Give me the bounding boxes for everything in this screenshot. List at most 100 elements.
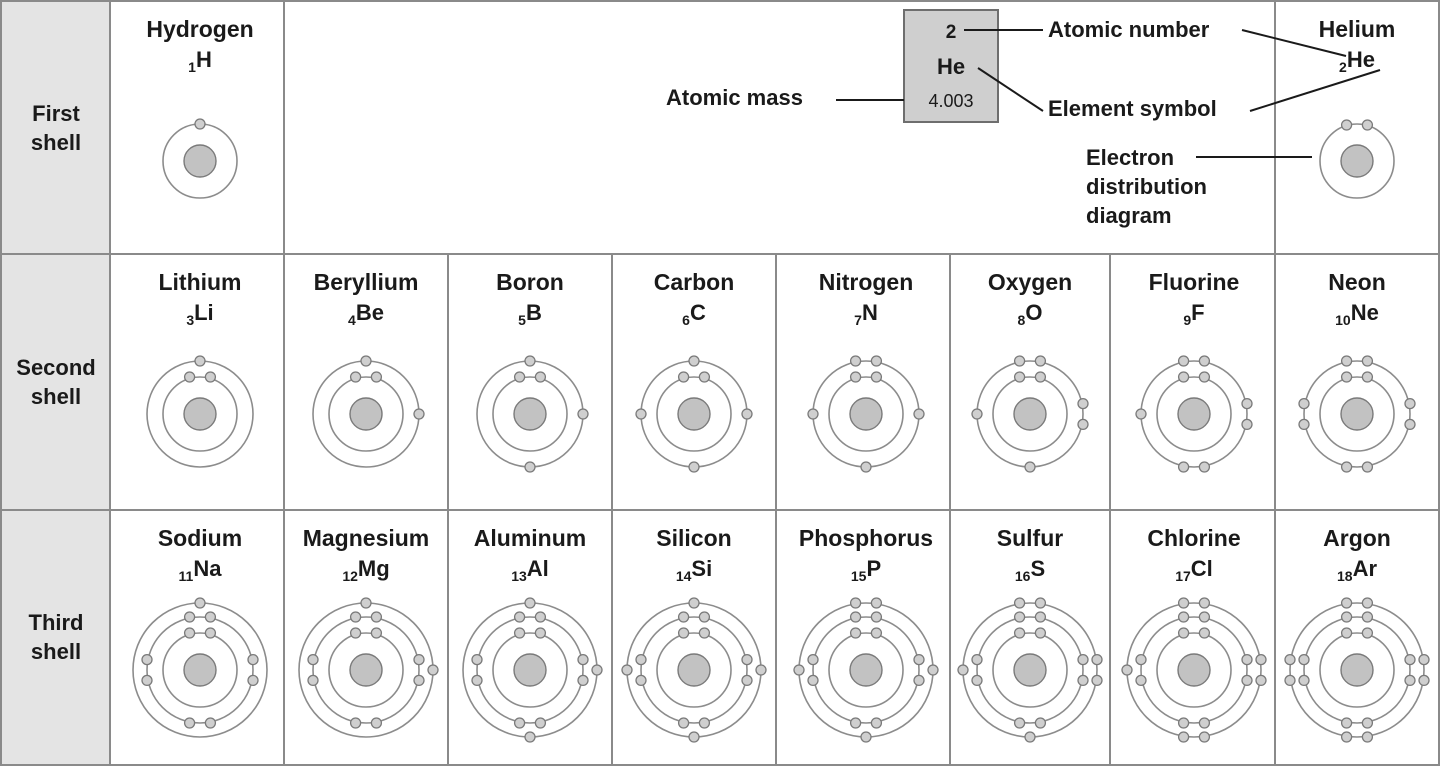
electron <box>1077 653 1089 666</box>
electron <box>591 664 603 676</box>
electron <box>534 627 547 639</box>
electron <box>1340 597 1353 609</box>
key-element-symbol: He <box>937 54 965 79</box>
atomic-number-subscript: 12 <box>342 568 358 584</box>
electron-shell-orbit <box>1156 632 1232 708</box>
electron <box>370 627 383 639</box>
electron <box>204 717 217 729</box>
electron <box>247 653 259 666</box>
element-symbol-text: Al <box>527 556 549 581</box>
nucleus <box>1013 653 1047 687</box>
element-symbol-text: F <box>1191 300 1204 325</box>
element-symbol-text: C <box>690 300 706 325</box>
shell-label-line2: shell <box>31 384 81 409</box>
electron-shell-orbit <box>476 616 584 724</box>
electron <box>860 731 872 743</box>
nucleus <box>513 397 547 431</box>
electron-shell-orbit <box>1319 632 1395 708</box>
element-symbol-text: S <box>1030 556 1045 581</box>
electron <box>807 408 819 420</box>
leader-element-symbol-key <box>977 67 1044 112</box>
element-cell-beryllium: Beryllium 4Be <box>312 269 425 468</box>
electron-shell-orbit <box>1156 376 1232 452</box>
electron <box>1241 418 1253 431</box>
atomic-number-subscript: 14 <box>676 568 692 584</box>
electron <box>1404 653 1416 666</box>
element-name: Sulfur <box>997 525 1063 551</box>
electron <box>1077 397 1089 410</box>
electron <box>1198 461 1211 473</box>
electron <box>688 731 700 743</box>
electron <box>1361 731 1374 743</box>
electron <box>849 371 862 383</box>
electron <box>698 717 711 729</box>
element-symbol: 15P <box>851 556 881 584</box>
electron <box>913 674 925 687</box>
atomic-number-label: Atomic number <box>1048 17 1210 42</box>
electron <box>307 674 319 687</box>
element-name: Magnesium <box>303 525 430 551</box>
electron <box>635 653 647 666</box>
electron <box>1340 355 1353 367</box>
electron <box>204 371 217 383</box>
element-symbol: 11Na <box>179 556 223 584</box>
shell-label-line2: shell <box>31 639 81 664</box>
electron-shell-orbit <box>492 632 568 708</box>
element-name: Chlorine <box>1147 525 1240 551</box>
electron-shell-orbit <box>812 616 920 724</box>
electron <box>1241 653 1253 666</box>
electron-label-line3: diagram <box>1086 203 1172 228</box>
electron <box>1034 611 1047 623</box>
electron-shell-orbit <box>162 376 238 452</box>
electron-shell-orbit <box>992 632 1068 708</box>
electron <box>1418 653 1430 666</box>
electron <box>577 653 589 666</box>
electron-shell-orbit <box>656 376 732 452</box>
electron <box>1034 597 1047 609</box>
electron <box>370 611 383 623</box>
electron <box>1177 597 1190 609</box>
electron <box>141 674 153 687</box>
electron <box>971 653 983 666</box>
element-name: Beryllium <box>314 269 419 295</box>
element-symbol: 3Li <box>186 300 213 328</box>
electron <box>1034 371 1047 383</box>
electron <box>1241 397 1253 410</box>
electron <box>698 371 711 383</box>
nucleus <box>677 653 711 687</box>
element-name: Neon <box>1328 269 1386 295</box>
electron <box>957 664 969 676</box>
element-symbol: 4Be <box>348 300 384 328</box>
electron <box>1013 611 1026 623</box>
electron <box>413 653 425 666</box>
electron <box>621 664 633 676</box>
nucleus <box>183 397 217 431</box>
electron <box>471 674 483 687</box>
element-symbol-text: N <box>862 300 878 325</box>
element-symbol: 16S <box>1015 556 1045 584</box>
electron-shell-orbit <box>1140 616 1248 724</box>
element-symbol-text: Cl <box>1191 556 1213 581</box>
electron <box>1298 674 1310 687</box>
electron-shell-orbit <box>828 376 904 452</box>
electron <box>1418 674 1430 687</box>
electron <box>183 611 196 623</box>
shell-column-background <box>1 1 110 765</box>
element-symbol-text: B <box>526 300 542 325</box>
element-symbol-text: Na <box>193 556 222 581</box>
electron <box>1024 731 1036 743</box>
key-atomic-mass: 4.003 <box>928 91 973 111</box>
electron <box>471 653 483 666</box>
electron <box>1361 355 1374 367</box>
element-name: Lithium <box>158 269 241 295</box>
element-symbol-label: Element symbol <box>1048 96 1217 121</box>
electron <box>971 674 983 687</box>
element-name: Boron <box>496 269 564 295</box>
key-box <box>903 9 999 123</box>
electron-shell-orbit <box>146 616 254 724</box>
